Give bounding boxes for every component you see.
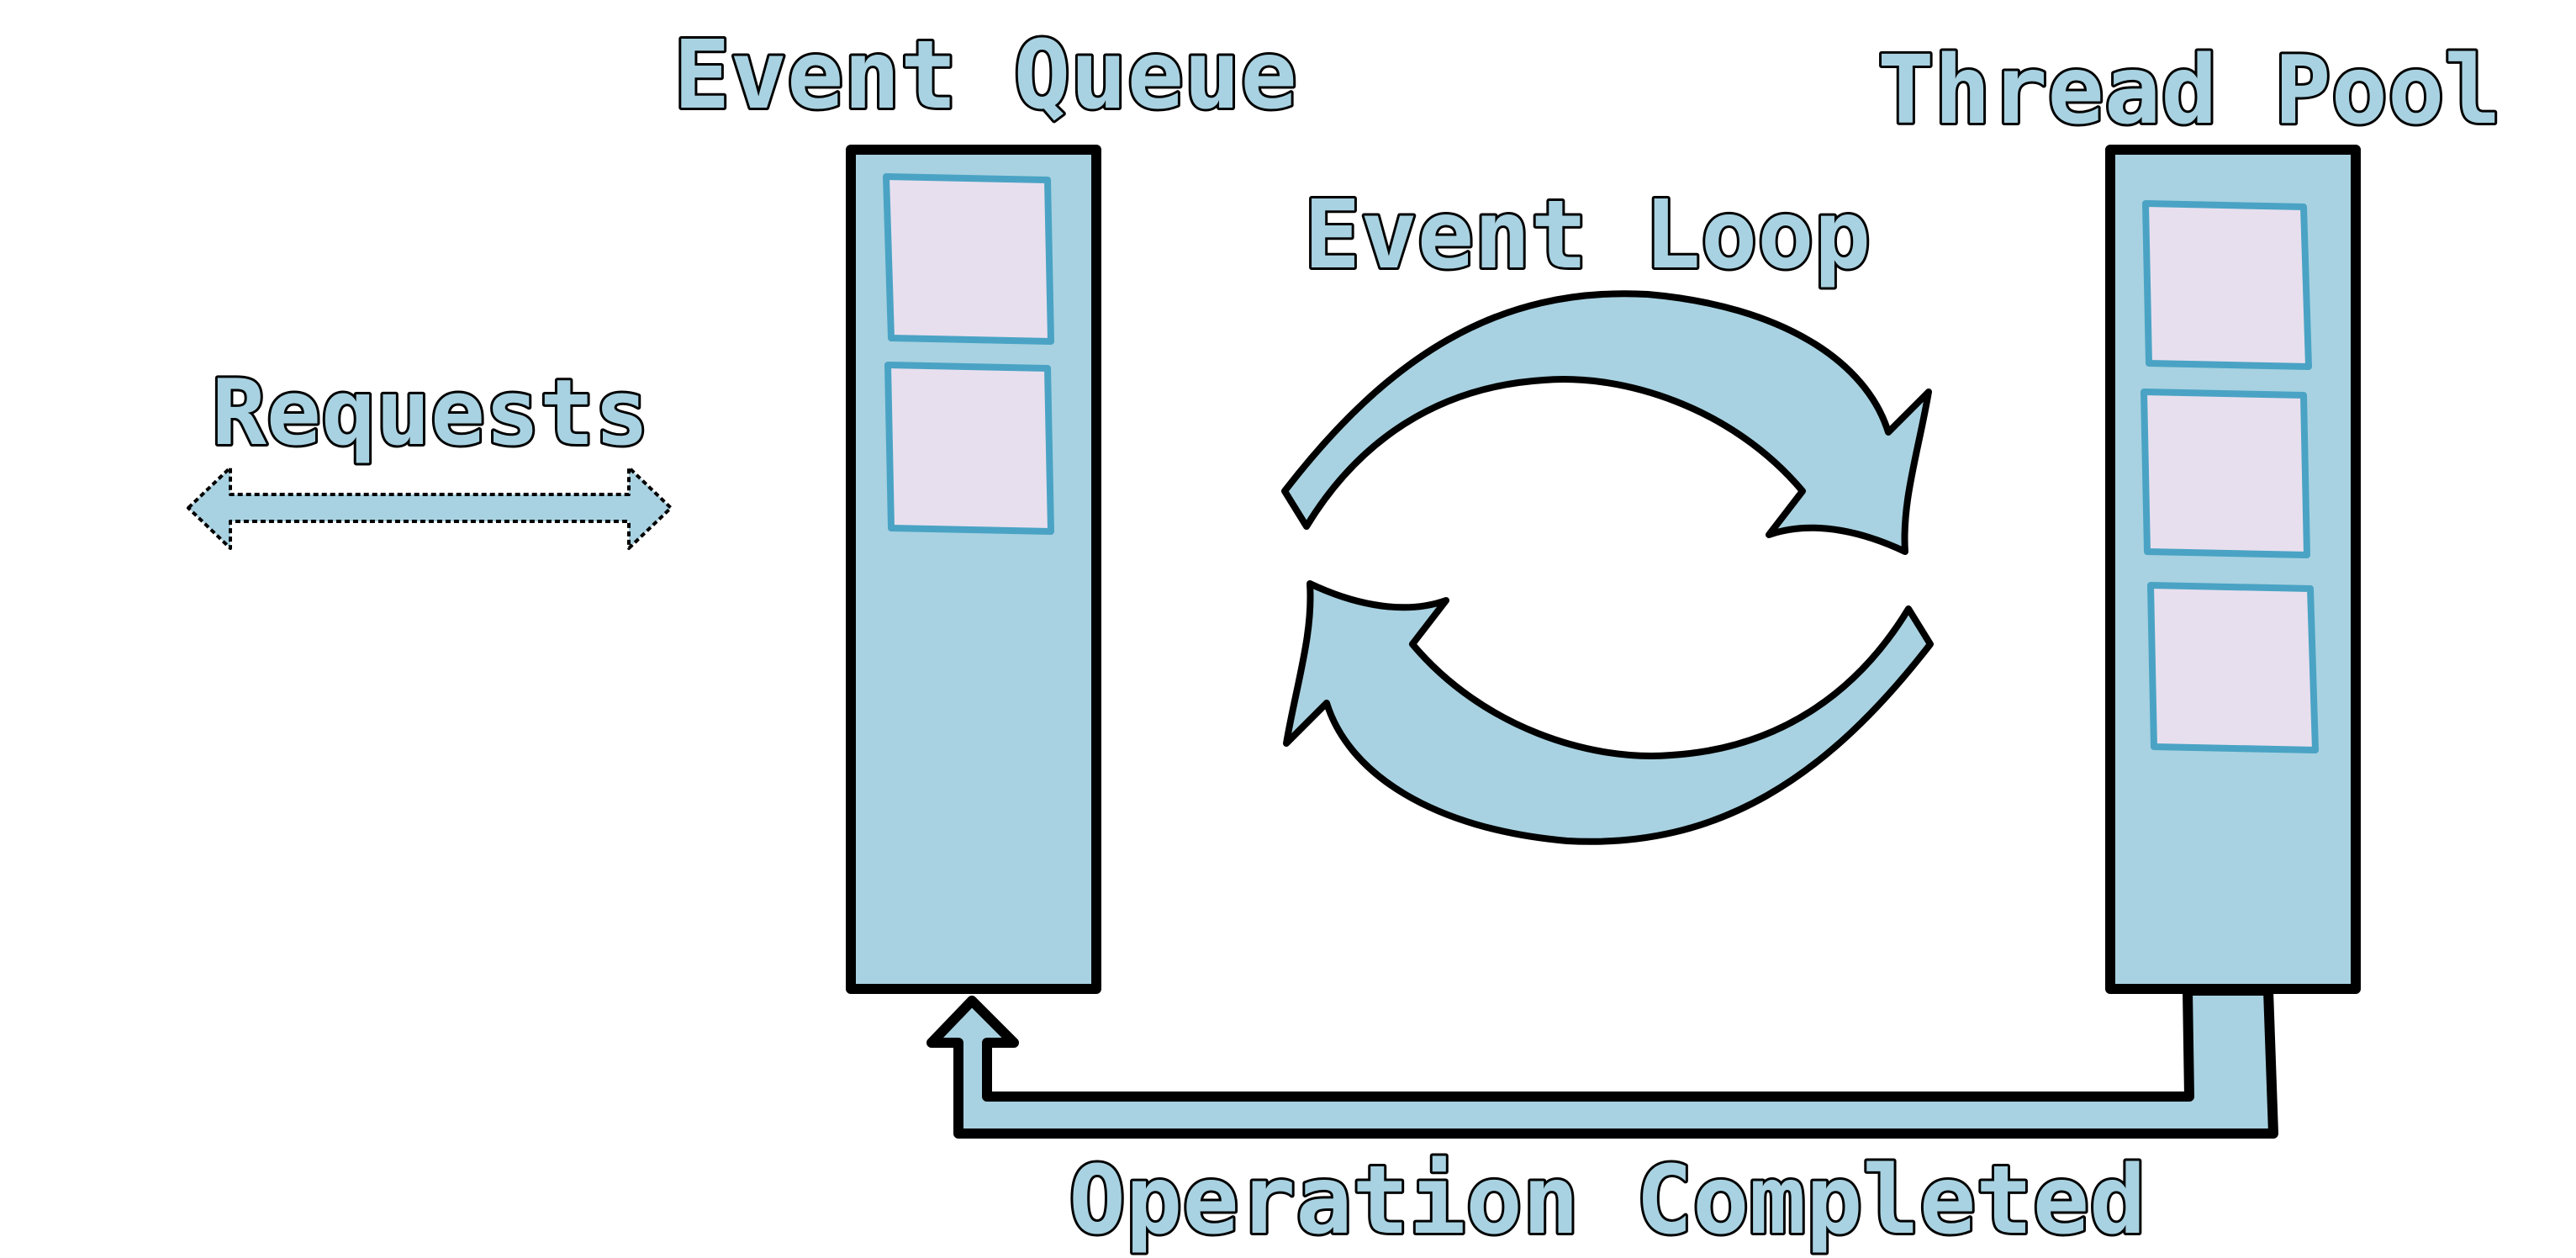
- operation-completed-arrow: [926, 986, 2278, 1139]
- event-queue: [846, 145, 1101, 994]
- thread-pool-slot-2: [2141, 388, 2310, 558]
- event-queue-slot-1: [883, 173, 1054, 345]
- thread-pool-slot-3: [2147, 582, 2319, 753]
- operation-completed-label: Operation Completed: [1069, 1146, 2146, 1255]
- event-queue-slot-2: [884, 362, 1054, 535]
- event-loop-arrow-top: [1281, 290, 1932, 555]
- event-loop-cycle: [1281, 290, 1934, 845]
- requests-double-arrow: [187, 466, 673, 550]
- requests-label: Requests: [212, 361, 649, 466]
- event-queue-title: Event Queue: [673, 21, 1297, 130]
- event-loop-title: Event Loop: [1304, 181, 1871, 290]
- thread-pool: [2105, 145, 2361, 994]
- event-loop-arrow-bottom: [1283, 580, 1934, 845]
- thread-pool-slot-1: [2142, 200, 2312, 370]
- thread-pool-title: Thread Pool: [1877, 36, 2501, 145]
